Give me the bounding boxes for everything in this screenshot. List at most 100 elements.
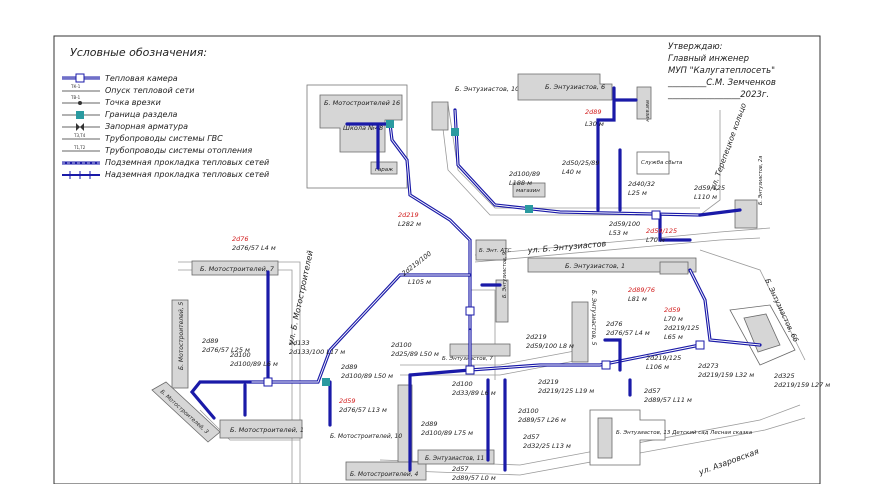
building-label: Б. Энтузиастов, 5 [590, 290, 597, 346]
pipe-diameter: 2d100 [452, 380, 473, 388]
pipe-length: L70 м [646, 236, 665, 244]
pipe-labels: 2d219 L282 м 2d219/100 L105 м 2d100/89 L… [202, 108, 830, 482]
pipe-diameter: 2d59/100 [609, 220, 640, 228]
building [527, 257, 697, 273]
valve-icon [62, 123, 100, 131]
pipe-diameter: 2d59 [339, 397, 356, 405]
building-label: Б. Энтузиастов, 6 [545, 83, 605, 91]
pipe-length: L25 м [628, 189, 647, 197]
building [517, 73, 613, 101]
pipe-length: L30 м [585, 120, 604, 128]
boundary-marker [322, 378, 330, 386]
building-label: гараж [375, 167, 393, 173]
pipe-diameter: 2d59/125 [694, 184, 725, 192]
overground-pipe-icon [62, 171, 100, 179]
pipe-diameter: 2d133 [289, 339, 310, 347]
svg-text:ТВ-1: ТВ-1 [70, 95, 81, 100]
heating-pipe-icon: Т1,Т2 [62, 145, 100, 152]
building [571, 301, 589, 363]
legend-item-label: Запорная арматура [105, 122, 188, 131]
hot-water-pipe-icon: Т3,Т4 [62, 133, 100, 140]
building [219, 419, 303, 439]
pipe-length: 2d33/89 L6 м [452, 389, 496, 397]
pipe-diameter: 2d219 [398, 211, 419, 219]
approval-line: МУП "Калугатеплосеть" [668, 66, 775, 76]
street-label: ул. Б. Мотостроителей [286, 250, 315, 347]
pipe-length: L53 м [609, 229, 628, 237]
building [449, 343, 511, 357]
building-label: Б. Мотостроителей, 5 [178, 301, 185, 370]
building-label: Б. Энтузиастов, 7 [442, 356, 493, 362]
pipe-length: L65 м [664, 333, 683, 341]
boundary-icon [62, 111, 100, 119]
pipe-diameter: 2d89 [421, 420, 438, 428]
heat-network [189, 86, 762, 472]
legend-item-label: Подземная прокладка тепловых сетей [105, 158, 269, 167]
pipe-length: 2d219/159 L32 м [698, 371, 754, 379]
pipe-diameter: 2d219/125 [646, 354, 681, 362]
building-label: Б. Мотостроителей, 4 [350, 471, 419, 478]
pipe-diameter: 2d59 [664, 306, 681, 314]
building-label: Б. Энтузиастов, 2а [758, 156, 764, 205]
building [191, 260, 279, 276]
building [417, 449, 495, 465]
buildings: Б. Мотостроителей 16 Школа №48 гараж Б. … [151, 73, 800, 481]
pipe-length: 2d133/100 L17 м [289, 348, 345, 356]
building [495, 279, 509, 323]
building-label: Б. Энтузиастов, 13 Детский сад Лесная ск… [616, 430, 753, 436]
pipe-diameter: 2d40/32 [628, 180, 655, 188]
building [345, 461, 427, 481]
pipe-length: 2d59/100 L8 м [526, 342, 574, 350]
pipe-diameter: 2d273 [698, 362, 719, 370]
building-label: Школа №48 [343, 124, 383, 132]
pipe-length: L105 м [408, 278, 431, 286]
pipe-length: L40 м [562, 168, 581, 176]
legend-item-label: Опуск тепловой сети [105, 86, 194, 95]
pipe-length: 2d100/89 L75 м [421, 429, 473, 437]
building [659, 261, 689, 275]
street-label: ул. Б. Энтузиастов [526, 239, 607, 255]
chamber-icon [62, 73, 100, 83]
legend-item-label: Точка врезки [105, 98, 161, 107]
pipe-length: L282 м [398, 220, 421, 228]
pipe-length: 2d32/25 L13 м [523, 442, 571, 450]
building [636, 86, 652, 120]
pipe-length: 2d89/57 L26 м [518, 416, 566, 424]
pipe-diameter: 2d219/125 [664, 324, 699, 332]
svg-text:Т1,Т2: Т1,Т2 [73, 145, 86, 150]
pipe-length: 2d100/89 L6 м [230, 360, 278, 368]
pipe-length: 2d89/57 L11 м [644, 396, 692, 404]
svg-text:ТК-1: ТК-1 [70, 84, 81, 89]
pipe-diameter: 2d89 [202, 337, 219, 345]
pipe-length: L106 м [646, 363, 669, 371]
pipe-length: 2d76/57 L13 м [339, 406, 387, 414]
pipe-diameter: 2d76 [606, 320, 623, 328]
drawing-frame [53, 35, 821, 484]
pipe-length: L81 м [628, 295, 647, 303]
legend-item-label: Трубопроводы системы отопления [105, 146, 252, 155]
building [597, 417, 613, 459]
building [171, 299, 189, 389]
pipe-diameter: 2d325 [774, 372, 795, 380]
building-label: Б. Мотостроителей, 10 [330, 433, 402, 440]
street-label: ул. Азаровская [697, 447, 761, 477]
pipe-length: L110 м [694, 193, 717, 201]
building-label: Б. Мотостроителей, 7 [200, 265, 275, 273]
pipe-diameter: 2d57 [644, 387, 661, 395]
pipe-diameter: 2d100/89 [509, 170, 540, 178]
chamber [695, 340, 705, 350]
pipe-length: 2d219/159 L27 м [774, 381, 830, 389]
pipe-length: 2d89/57 L0 м [452, 474, 496, 482]
chamber [263, 377, 273, 387]
legend-item-label: Трубопроводы системы ГВС [105, 134, 223, 143]
building-label: Б. Энт. АТС [479, 248, 512, 254]
approval-line: Утверждаю: [668, 42, 723, 52]
pipe-diameter: 2d219/100 [400, 250, 433, 278]
boundary-marker [525, 205, 533, 213]
pipe-length: 2d25/89 L50 м [391, 350, 439, 358]
building-label: Б. Энтузиастов, 9 [502, 252, 508, 298]
building [431, 101, 449, 131]
legend: Условные обозначения: Тепловая камера ТК… [62, 46, 269, 179]
building [475, 239, 507, 261]
